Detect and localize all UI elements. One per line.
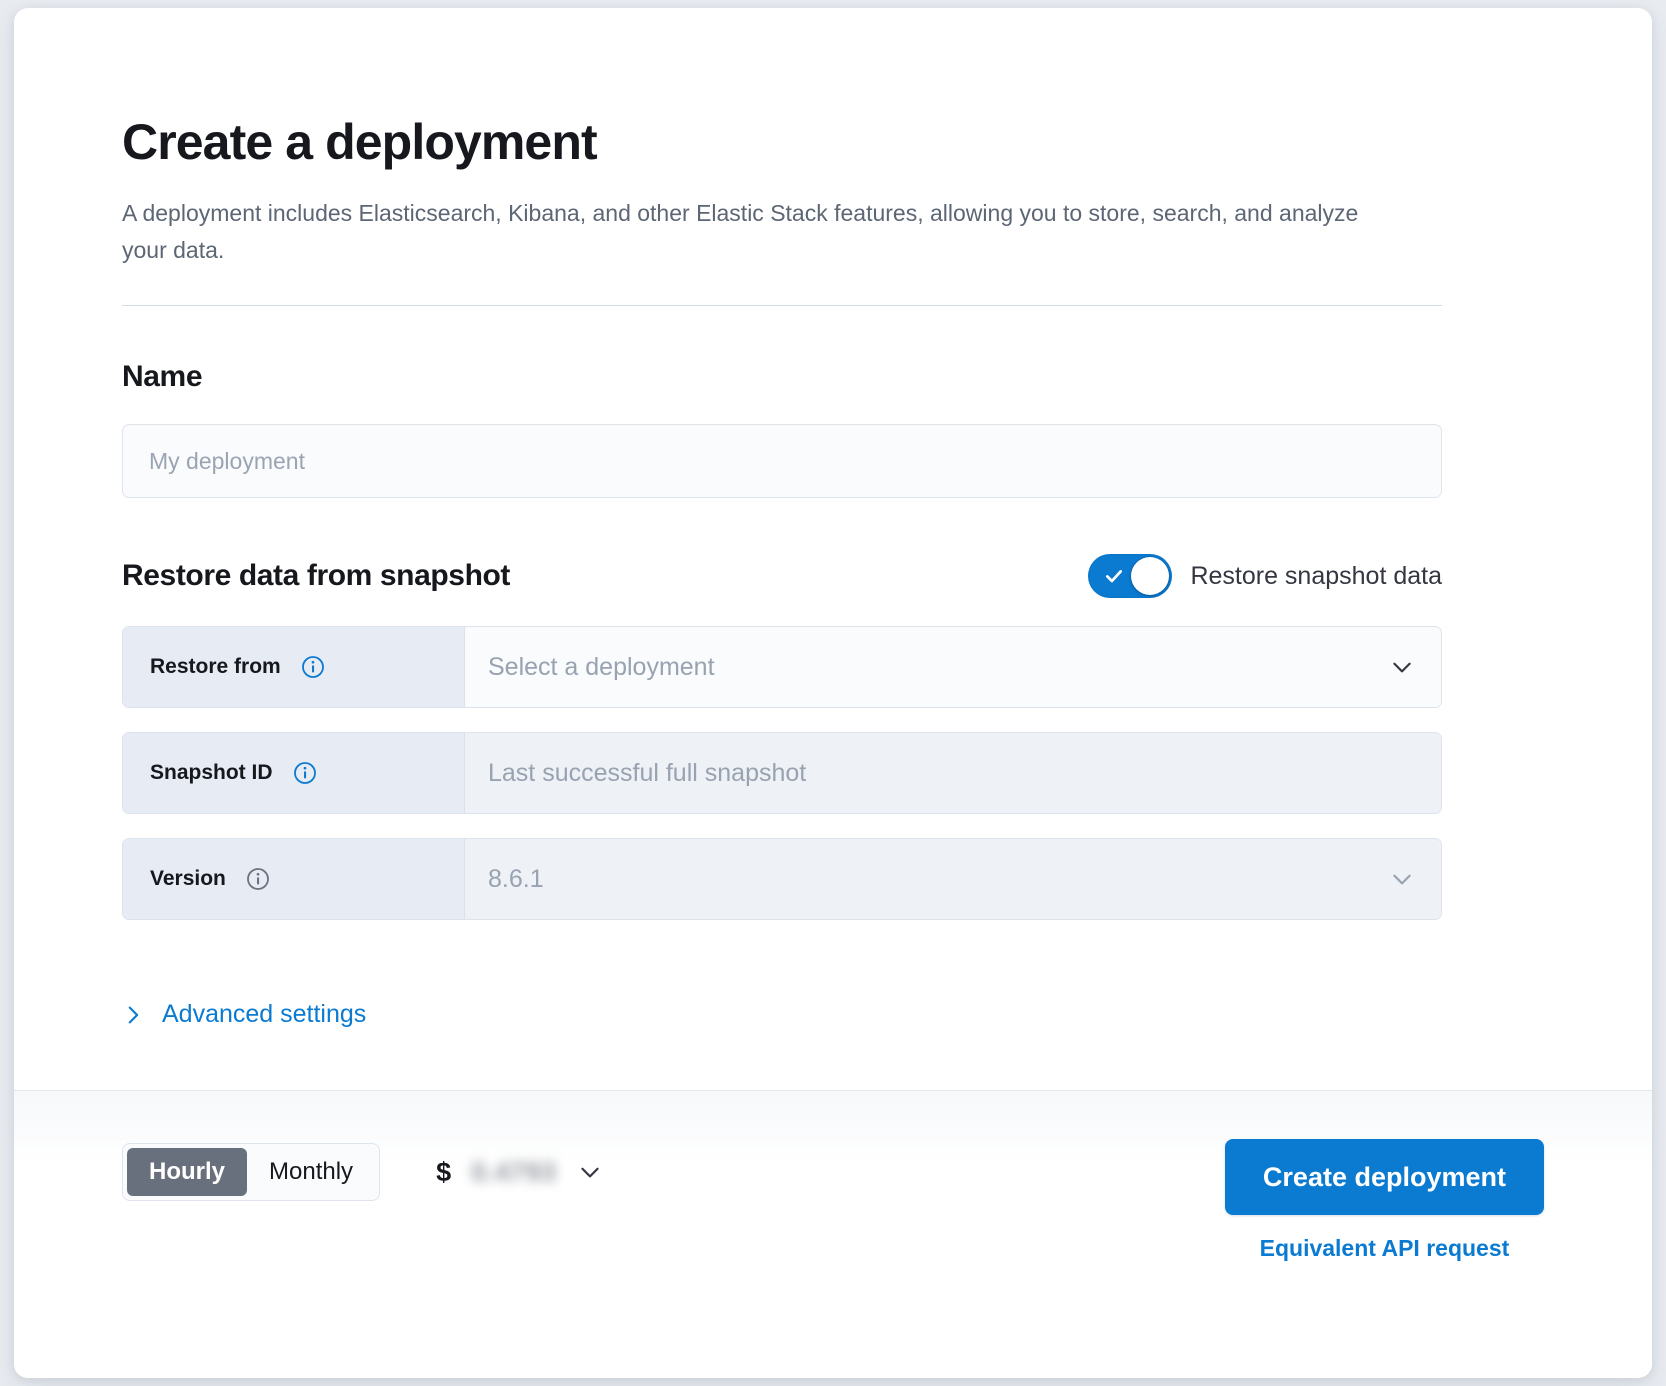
row-field-restore-from[interactable]: Select a deployment xyxy=(465,627,1441,707)
price-amount: 0.4793 xyxy=(471,1156,557,1187)
restore-section-header: Restore data from snapshot Restore snaps… xyxy=(122,554,1442,598)
name-section: Name xyxy=(122,360,1442,498)
equivalent-api-request-link[interactable]: Equivalent API request xyxy=(1259,1235,1510,1261)
billing-option-hourly[interactable]: Hourly xyxy=(127,1148,248,1196)
row-field-version[interactable]: 8.6.1 xyxy=(465,839,1441,919)
chevron-down-icon[interactable] xyxy=(577,1159,603,1185)
footer-bar: Hourly Monthly $ 0.4793 Create deploymen… xyxy=(14,1090,1652,1378)
row-label-restore-from: Restore from xyxy=(123,627,465,707)
form-row-version: Version 8.6.1 xyxy=(122,838,1442,920)
row-label-version: Version xyxy=(123,839,465,919)
row-label-text: Version xyxy=(150,867,226,890)
create-deployment-button[interactable]: Create deployment xyxy=(1224,1139,1544,1215)
version-value: 8.6.1 xyxy=(488,864,544,893)
card-body: Create a deployment A deployment include… xyxy=(14,8,1652,1090)
advanced-settings-label: Advanced settings xyxy=(162,1000,367,1028)
content-container: Create a deployment A deployment include… xyxy=(122,116,1442,1031)
advanced-settings-toggle[interactable]: Advanced settings xyxy=(122,1000,366,1029)
header-divider xyxy=(122,305,1442,306)
row-label-text: Snapshot ID xyxy=(150,761,273,784)
row-label-text: Restore from xyxy=(150,655,281,678)
page-title: Create a deployment xyxy=(122,114,598,170)
restore-snapshot-toggle[interactable] xyxy=(1088,554,1173,598)
chevron-down-icon[interactable] xyxy=(1389,654,1415,680)
info-icon[interactable] xyxy=(301,655,325,679)
deployment-name-input[interactable] xyxy=(122,424,1442,498)
check-icon xyxy=(1106,570,1123,583)
footer-content: Hourly Monthly $ 0.4793 Create deploymen… xyxy=(122,1139,1544,1262)
chevron-down-icon[interactable] xyxy=(1389,866,1415,892)
restore-toggle-group[interactable]: Restore snapshot data xyxy=(1088,554,1442,598)
page-description: A deployment includes Elasticsearch, Kib… xyxy=(122,200,1359,263)
toggle-knob xyxy=(1131,557,1170,595)
billing-option-monthly[interactable]: Monthly xyxy=(247,1148,375,1196)
info-icon[interactable] xyxy=(246,867,270,891)
create-deployment-card: Create a deployment A deployment include… xyxy=(14,8,1652,1378)
name-heading: Name xyxy=(122,360,203,393)
snapshot-id-value: Last successful full snapshot xyxy=(488,758,807,787)
restore-from-value: Select a deployment xyxy=(488,652,715,681)
restore-toggle-label: Restore snapshot data xyxy=(1190,561,1442,590)
footer-left-group: Hourly Monthly $ 0.4793 xyxy=(122,1139,603,1201)
price-currency-symbol: $ xyxy=(436,1156,452,1187)
form-row-restore-from: Restore from Select a deployment xyxy=(122,626,1442,708)
info-icon[interactable] xyxy=(293,761,317,785)
restore-heading: Restore data from snapshot xyxy=(122,559,511,592)
footer-right-group: Create deployment Equivalent API request xyxy=(1224,1139,1544,1262)
chevron-right-icon xyxy=(128,1006,139,1023)
price-display[interactable]: $ 0.4793 xyxy=(436,1157,603,1188)
restore-form-rows: Restore from Select a deployment xyxy=(122,626,1442,920)
billing-period-segmented-control[interactable]: Hourly Monthly xyxy=(122,1143,381,1201)
row-field-snapshot-id[interactable]: Last successful full snapshot xyxy=(465,733,1441,813)
form-row-snapshot-id: Snapshot ID Last successful full snapsho… xyxy=(122,732,1442,814)
row-label-snapshot-id: Snapshot ID xyxy=(123,733,465,813)
